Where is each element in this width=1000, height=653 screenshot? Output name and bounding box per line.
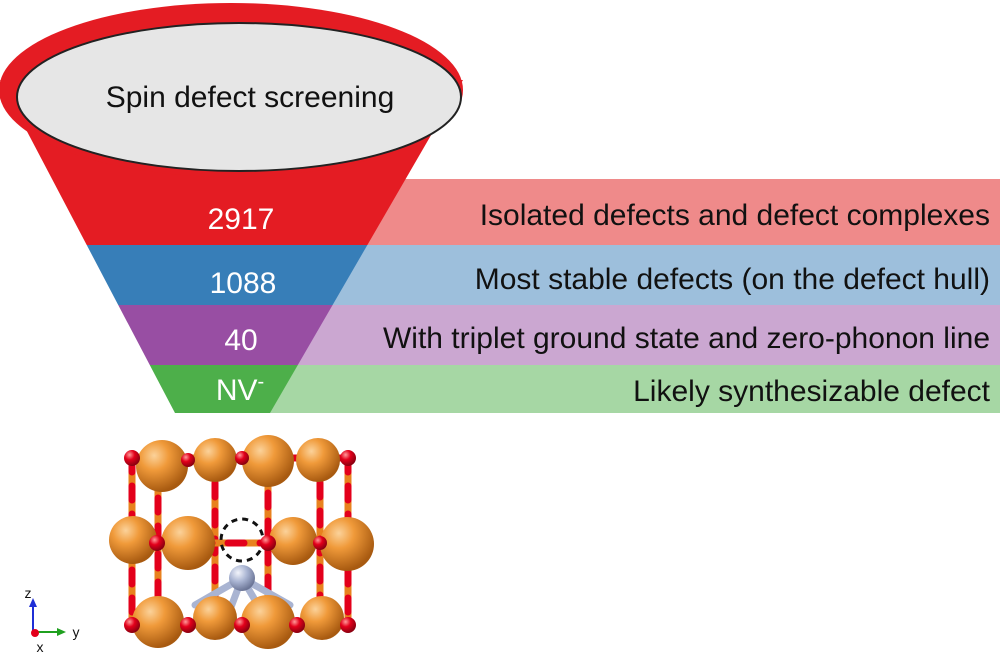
metal-atom	[193, 596, 237, 640]
count-most-stable: 1088	[210, 267, 277, 300]
z-axis-label: z	[25, 585, 32, 601]
count-triplet: 40	[224, 324, 257, 357]
x-axis-label: x	[37, 639, 44, 653]
oxygen-atom	[235, 451, 249, 465]
axis-indicator: z y x	[25, 585, 80, 653]
count-isolated: 2917	[208, 203, 275, 236]
crystal-structure	[109, 435, 374, 649]
nitrogen-atom	[229, 565, 255, 591]
z-arrowhead-icon	[29, 598, 37, 607]
y-axis-label: y	[73, 624, 80, 640]
metal-atom	[320, 517, 374, 571]
funnel-title: Spin defect screening	[106, 81, 395, 114]
metal-atom	[296, 438, 340, 482]
oxygen-atom	[340, 617, 356, 633]
desc-isolated: Isolated defects and defect complexes	[480, 199, 990, 232]
oxygen-atom	[181, 453, 195, 467]
count-nv-base: NV	[216, 374, 258, 407]
y-arrowhead-icon	[57, 628, 66, 636]
oxygen-atom	[149, 535, 165, 551]
oxygen-atom	[124, 617, 140, 633]
oxygen-atom	[234, 617, 250, 633]
band-triplet	[230, 305, 1000, 365]
metal-atom	[161, 516, 215, 570]
count-nv-superscript: -	[258, 371, 265, 393]
metal-atom	[300, 596, 344, 640]
band-synthesizable	[230, 365, 1000, 413]
funnel-mouth	[16, 22, 462, 172]
metal-atom	[241, 595, 295, 649]
oxygen-atom	[340, 450, 356, 466]
metal-atom	[136, 440, 188, 492]
oxygen-atom	[124, 450, 140, 466]
metal-atom	[242, 435, 294, 487]
desc-triplet: With triplet ground state and zero-phono…	[383, 322, 990, 355]
metal-atom	[193, 438, 237, 482]
count-nv: NV-	[216, 371, 264, 407]
oxygen-atom	[260, 535, 276, 551]
metal-atom	[269, 517, 317, 565]
x-axis-dot	[31, 629, 39, 637]
desc-most-stable: Most stable defects (on the defect hull)	[475, 263, 990, 296]
metal-atom	[132, 596, 184, 648]
oxygen-atom	[313, 536, 327, 550]
metal-atom	[109, 516, 157, 564]
oxygen-atom	[289, 617, 305, 633]
desc-synthesizable: Likely synthesizable defect	[633, 375, 991, 408]
oxygen-atom	[180, 617, 196, 633]
